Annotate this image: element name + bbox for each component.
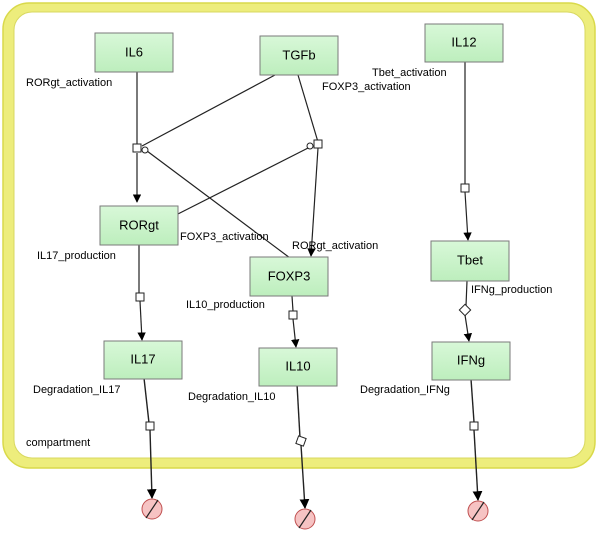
species-il6-label: IL6 — [125, 44, 143, 59]
edge-il10-degradation — [296, 383, 301, 439]
edge-degradation-il10-sink — [299, 444, 310, 509]
species-rorgt-box — [99, 205, 179, 246]
label-il17-production: IL17_production — [37, 250, 116, 262]
species-il17-box — [103, 340, 183, 380]
edge-tbet-ifng-production — [465, 280, 468, 307]
reaction-node-tbet-activation[interactable] — [460, 183, 470, 193]
label-il10-production: IL10_production — [186, 299, 265, 311]
species-il6[interactable]: IL6 — [94, 32, 174, 73]
edge-tgfb-rorgt-activation — [141, 74, 276, 147]
species-tgfb-box — [259, 35, 339, 76]
reaction-node-ifng-production[interactable] — [458, 303, 472, 317]
species-ifng[interactable]: IFNg — [431, 341, 511, 381]
species-il17-label: IL17 — [130, 351, 155, 366]
species-ifng-box — [431, 341, 511, 381]
species-il12[interactable]: IL12 — [424, 23, 504, 63]
reaction-node-degradation-il10[interactable] — [295, 435, 307, 447]
compartment-label: compartment — [26, 437, 90, 449]
species-il10-label: IL10 — [285, 358, 310, 373]
edge-degradation-ifng-sink — [472, 429, 483, 501]
species-foxp3-label: FOXP3 — [268, 268, 311, 283]
species-il17[interactable]: IL17 — [103, 340, 183, 380]
modifier-circle-rorgt-activation — [141, 146, 149, 154]
species-tbet-label: Tbet — [457, 252, 483, 267]
species-il10[interactable]: IL10 — [258, 347, 338, 387]
species-tgfb-label: TGFb — [282, 47, 315, 62]
species-foxp3[interactable]: FOXP3 — [249, 256, 329, 297]
label-foxp3-activation-top: FOXP3_activation — [322, 81, 411, 93]
species-ifng-label: IFNg — [457, 352, 485, 367]
edge-il17-production-il17 — [137, 300, 146, 341]
reaction-node-rorgt-activation[interactable] — [132, 143, 142, 153]
species-tgfb[interactable]: TGFb — [259, 35, 339, 76]
species-tbet[interactable]: Tbet — [430, 240, 510, 282]
edge-tgfb-foxp3-activation — [297, 74, 319, 143]
species-foxp3-box — [249, 256, 329, 297]
label-rorgt-activation: RORgt_activation — [26, 77, 112, 89]
edge-foxp3-activation-foxp3 — [307, 147, 319, 257]
label-ifng-production: IFNg_production — [471, 284, 552, 296]
label-rorgt-activation-mid: RORgt_activation — [292, 240, 378, 252]
label-foxp3-activation-mid: FOXP3_activation — [180, 231, 269, 243]
modifier-circle-foxp3-activation — [306, 142, 314, 150]
sink-il17-slash — [145, 499, 159, 519]
species-rorgt[interactable]: RORgt — [99, 205, 179, 246]
reaction-node-foxp3-activation[interactable] — [313, 139, 323, 149]
label-degradation-il17: Degradation_IL17 — [33, 384, 120, 396]
sink-il17[interactable] — [141, 498, 163, 520]
edge-ifng-production-ifng — [463, 314, 473, 342]
label-degradation-il10: Degradation_IL10 — [188, 391, 275, 403]
edge-il10-production-il10 — [291, 318, 300, 348]
species-il10-box — [258, 347, 338, 387]
edge-tbet-activation-tbet — [463, 191, 472, 241]
label-tbet-activation: Tbet_activation — [372, 67, 447, 79]
sink-ifng[interactable] — [467, 500, 489, 522]
species-il6-box — [94, 32, 174, 73]
species-il12-box — [424, 23, 504, 63]
sink-il10-slash — [298, 509, 312, 529]
reaction-node-il10-production[interactable] — [288, 310, 298, 320]
reaction-node-il17-production[interactable] — [135, 292, 145, 302]
edge-foxp3-il10-production — [291, 295, 294, 312]
edge-foxp3-activation-cross — [169, 145, 313, 219]
label-degradation-ifng: Degradation_IFNg — [360, 384, 450, 396]
species-tbet-box — [430, 240, 510, 282]
edge-il17-degradation — [143, 377, 150, 424]
edge-rorgt-activation-cross — [146, 150, 291, 259]
species-rorgt-label: RORgt — [119, 217, 159, 232]
sink-ifng-slash — [471, 501, 485, 521]
reaction-node-degradation-ifng[interactable] — [469, 421, 479, 431]
sink-il10[interactable] — [294, 508, 316, 530]
edge-degradation-il17-sink — [146, 429, 157, 499]
reaction-node-degradation-il17[interactable] — [145, 421, 155, 431]
species-il12-label: IL12 — [451, 34, 476, 49]
edge-ifng-degradation — [470, 378, 475, 423]
